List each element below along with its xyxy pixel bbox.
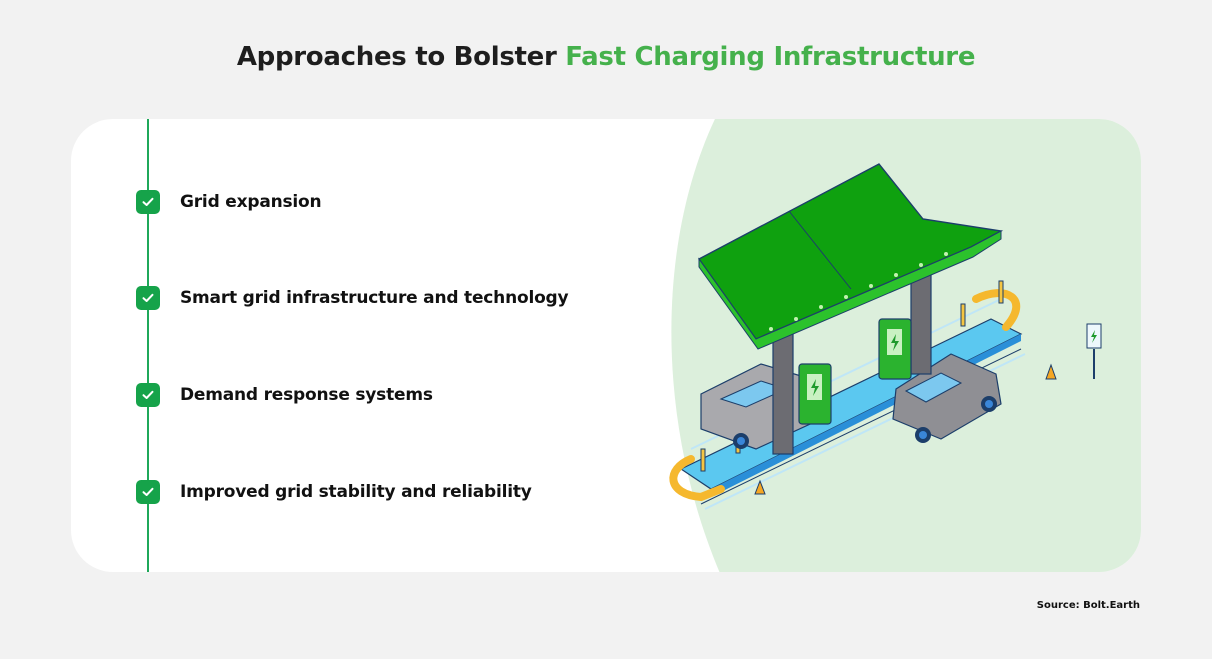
ev-charger-icon	[798, 363, 832, 425]
checkmark-icon	[136, 480, 160, 504]
list-item-label: Smart grid infrastructure and technology	[180, 288, 569, 308]
canopy-icon	[697, 163, 1004, 350]
content-card: Grid expansion Smart grid infrastructure…	[71, 119, 1141, 572]
list-item-label: Grid expansion	[180, 192, 322, 212]
checkmark-icon	[136, 286, 160, 310]
charging-station-illustration	[669, 163, 1102, 510]
list-item-label: Demand response systems	[180, 385, 433, 405]
page-title: Approaches to Bolster Fast Charging Infr…	[0, 42, 1212, 72]
source-caption: Source: Bolt.Earth	[1036, 600, 1140, 611]
list-item: Improved grid stability and reliability	[136, 480, 532, 504]
title-accent: Fast Charging Infrastructure	[565, 42, 976, 72]
list-item: Grid expansion	[136, 190, 322, 214]
list-item: Smart grid infrastructure and technology	[136, 286, 569, 310]
charging-sign-icon	[1086, 323, 1102, 379]
checkmark-icon	[136, 190, 160, 214]
list-item-label: Improved grid stability and reliability	[180, 482, 532, 502]
ev-charger-icon	[878, 318, 912, 380]
checkmark-icon	[136, 383, 160, 407]
title-prefix: Approaches to Bolster	[236, 42, 566, 72]
car-icon	[892, 353, 1002, 443]
timeline-line	[147, 119, 149, 572]
list-item: Demand response systems	[136, 383, 433, 407]
